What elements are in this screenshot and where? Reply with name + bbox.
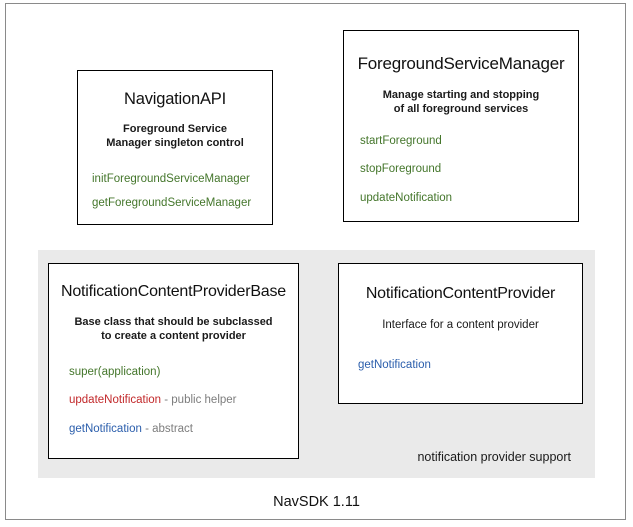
- method-item: stopForeground: [360, 163, 578, 177]
- diagram-footer-label: NavSDK 1.11: [273, 494, 360, 510]
- class-card-notification-content-provider-base: NotificationContentProviderBase Base cla…: [48, 263, 299, 459]
- card-title-foreground-service-manager: ForegroundServiceManager: [357, 54, 565, 73]
- method-name: updateNotification: [360, 192, 453, 205]
- card-description-line-1: Foreground Service: [123, 123, 227, 135]
- card-description-line-1: Manage starting and stopping: [382, 89, 540, 101]
- method-item: startForeground: [360, 135, 578, 149]
- method-list-foreground-service-manager: startForeground stopForeground updateNot…: [344, 135, 578, 206]
- card-description-line-2: to create a content provider: [101, 329, 246, 342]
- card-description-line-1: Interface for a content provider: [382, 319, 539, 331]
- method-name: getNotification: [69, 423, 142, 436]
- class-card-foreground-service-manager: ForegroundServiceManager Manage starting…: [343, 30, 579, 222]
- card-description-line-1: Base class that should be subclassed: [74, 316, 273, 328]
- method-note: - public helper: [161, 394, 237, 407]
- method-name: updateNotification: [69, 394, 162, 407]
- method-item: initForegroundServiceManager: [92, 173, 272, 187]
- method-note: - abstract: [141, 423, 194, 436]
- method-name: getForegroundServiceManager: [92, 197, 252, 210]
- method-item: updateNotification - public helper: [69, 394, 298, 408]
- group-panel-label: notification provider support: [417, 450, 571, 464]
- class-card-navigation-api: NavigationAPI Foreground Service Manager…: [77, 70, 273, 225]
- method-name: stopForeground: [360, 163, 442, 176]
- method-item: super(application): [69, 366, 298, 380]
- method-list-navigation-api: initForegroundServiceManager getForegrou…: [78, 173, 272, 212]
- method-item: updateNotification: [360, 192, 578, 206]
- method-name: getNotification: [358, 359, 431, 372]
- method-name: initForegroundServiceManager: [92, 172, 250, 185]
- method-list-notification-content-provider: getNotification: [339, 359, 582, 373]
- method-item: getNotification: [358, 359, 582, 373]
- card-description-line-2: of all foreground services: [393, 102, 529, 115]
- card-description-notification-content-provider: Interface for a content provider: [339, 318, 582, 332]
- card-description-foreground-service-manager: Manage starting and stopping of all fore…: [344, 89, 578, 117]
- card-title-notification-content-provider: NotificationContentProvider: [365, 285, 556, 302]
- method-name: startForeground: [360, 134, 442, 147]
- card-description-notification-content-provider-base: Base class that should be subclassed to …: [49, 316, 298, 344]
- class-card-notification-content-provider: NotificationContentProvider Interface fo…: [338, 263, 583, 404]
- card-description-navigation-api: Foreground Service Manager singleton con…: [78, 123, 272, 151]
- card-description-line-2: Manager singleton control: [106, 136, 244, 149]
- card-title-navigation-api: NavigationAPI: [124, 90, 226, 108]
- card-title-notification-content-provider-base: NotificationContentProviderBase: [60, 283, 287, 300]
- method-list-notification-content-provider-base: super(application) updateNotification - …: [49, 366, 298, 437]
- method-name: super(application): [69, 365, 161, 378]
- method-item: getNotification - abstract: [69, 423, 298, 437]
- method-item: getForegroundServiceManager: [92, 197, 272, 211]
